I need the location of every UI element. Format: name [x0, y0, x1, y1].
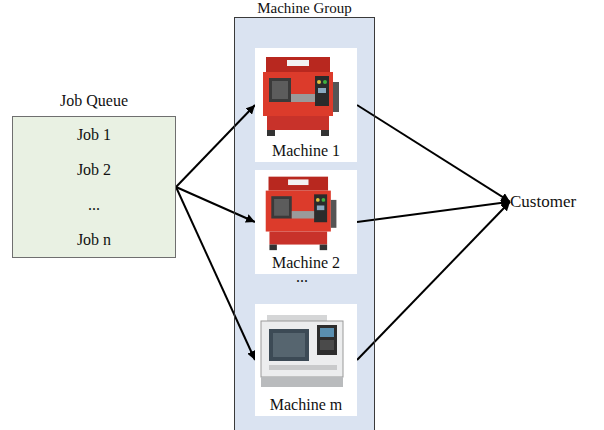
- machine-illustration: [257, 50, 347, 140]
- group-fill: [235, 18, 374, 430]
- machine-label: Machine 1: [255, 142, 357, 160]
- machine-group-band: Machine GroupMachine 1Machine 2Machine m: [234, 17, 375, 430]
- customer-node: Customer: [510, 192, 576, 212]
- job-item: Job 2: [77, 161, 111, 179]
- job-item: Job n: [77, 231, 111, 249]
- flow-arrow: [176, 187, 255, 222]
- flow-arrow: [357, 202, 510, 360]
- group-heading: Machine Group: [205, 0, 404, 17]
- queue-heading: Job Queue: [0, 92, 195, 110]
- job-item: ...: [88, 196, 100, 214]
- machine-card: Machine m: [255, 304, 357, 416]
- flow-arrow: [176, 105, 255, 187]
- machine-illustration: [257, 172, 347, 252]
- flow-arrow: [357, 202, 510, 222]
- ellipsis-label: ...: [296, 268, 308, 286]
- machine-illustration: [257, 306, 347, 394]
- job-queue-box: Job QueueJob 1Job 2...Job n: [12, 116, 176, 258]
- flow-arrow: [176, 187, 255, 360]
- machine-card: Machine 2: [255, 170, 357, 274]
- machine-label: Machine m: [255, 396, 357, 414]
- node-text: Customer: [510, 192, 576, 212]
- flow-arrow: [357, 105, 510, 202]
- machine-card: Machine 1: [255, 48, 357, 162]
- job-item: Job 1: [77, 126, 111, 144]
- queue-list: Job 1 Job 2... Job n: [13, 117, 175, 257]
